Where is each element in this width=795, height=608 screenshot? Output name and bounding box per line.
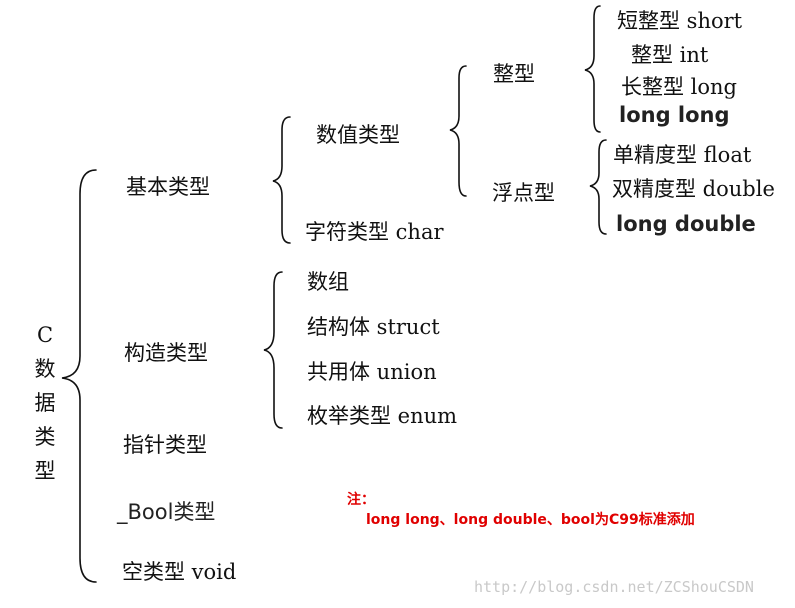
root-char: C	[36, 323, 54, 347]
node-long-double: long double	[616, 212, 756, 236]
root-char: 据	[34, 391, 56, 415]
node-long-long: long long	[619, 103, 730, 127]
node-array: 数组	[307, 270, 349, 294]
brace-constructed	[263, 271, 283, 429]
node-void-type: 空类型 void	[122, 560, 237, 584]
node-pointer-type: 指针类型	[123, 433, 207, 457]
watermark: http://blog.csdn.net/ZCShouCSDN	[474, 578, 754, 596]
root-char: 型	[34, 459, 56, 483]
node-numeric-type: 数值类型	[316, 123, 400, 147]
node-constructed-type: 构造类型	[124, 341, 208, 365]
note-title: 注：	[347, 492, 375, 508]
brace-numeric	[449, 65, 467, 197]
root-char: 类	[34, 425, 56, 449]
node-char-type: 字符类型 char	[305, 220, 444, 244]
node-int: 整型 int	[631, 43, 709, 67]
brace-root	[61, 169, 97, 583]
node-enum: 枚举类型 enum	[307, 404, 458, 428]
node-struct: 结构体 struct	[307, 315, 440, 339]
node-union: 共用体 union	[307, 360, 437, 384]
root-char: 数	[34, 357, 56, 381]
brace-float	[589, 139, 607, 235]
node-float-type: 浮点型	[492, 181, 555, 205]
node-double: 双精度型 double	[612, 177, 775, 201]
brace-basic	[272, 116, 291, 244]
brace-integer	[584, 5, 601, 133]
node-integer-type: 整型	[493, 62, 535, 86]
note-text: long long、long double、bool为C99标准添加	[366, 512, 695, 528]
node-short: 短整型 short	[617, 9, 743, 33]
node-long: 长整型 long	[621, 75, 738, 99]
root-label: C 数 据 类 型	[33, 318, 57, 488]
node-basic-type: 基本类型	[126, 175, 210, 199]
node-bool-type: _Bool类型	[117, 500, 216, 524]
node-float: 单精度型 float	[613, 143, 752, 167]
